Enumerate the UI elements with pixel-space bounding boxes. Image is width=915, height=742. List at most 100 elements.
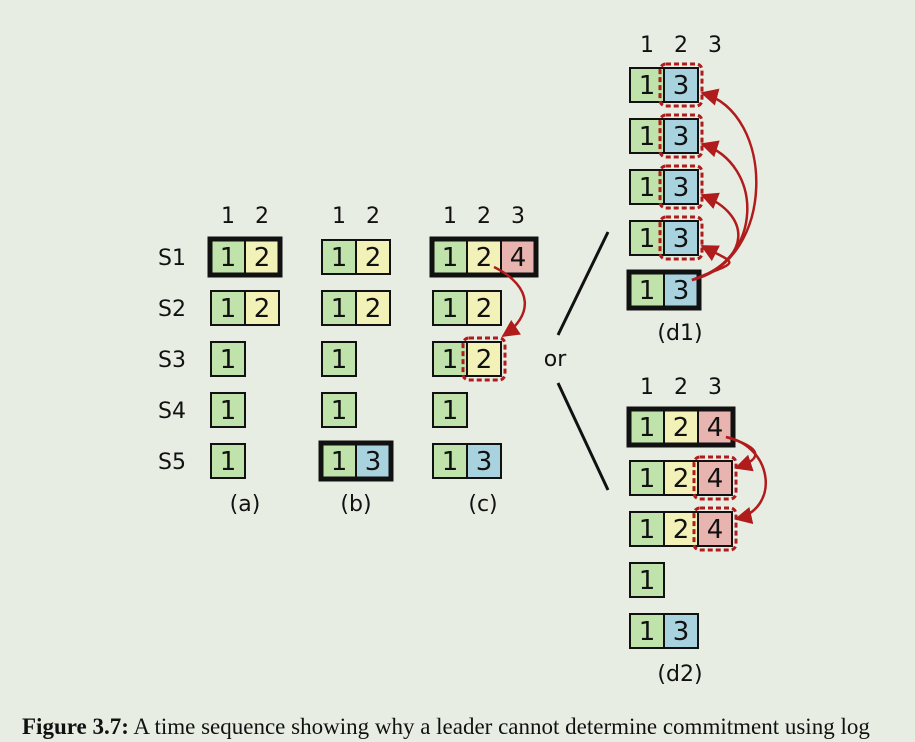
log-index-label: 2	[674, 33, 688, 58]
log-entry-term: 4	[707, 464, 724, 494]
log-entry-cell	[663, 169, 699, 205]
log-entry-term: 1	[331, 243, 348, 273]
log-entry-term: 1	[442, 447, 459, 477]
log-entry-cell	[321, 392, 357, 428]
server-label-s3: S3	[158, 348, 186, 373]
replication-arrow	[691, 140, 749, 282]
log-row-s3: 1	[210, 341, 246, 377]
log-entry-cell	[432, 392, 468, 428]
log-entry-cell	[432, 290, 468, 326]
log-entry-cell	[321, 290, 357, 326]
log-entry-term: 1	[220, 294, 237, 324]
server-label-s4: S4	[158, 399, 186, 424]
log-index-label: 2	[477, 204, 491, 229]
log-entry-term: 1	[442, 243, 459, 273]
log-entry-cell	[663, 511, 699, 547]
log-entry-cell	[629, 511, 665, 547]
log-entry-term: 2	[476, 243, 493, 273]
log-row-s4: 1	[629, 562, 665, 598]
log-row-s4: 1	[432, 392, 468, 428]
log-entry-term: 2	[673, 515, 690, 545]
log-entry-cell	[663, 460, 699, 496]
log-entry-cell	[629, 562, 665, 598]
log-index-label: 3	[708, 33, 722, 58]
log-entry-term: 1	[639, 464, 656, 494]
server-label-s5: S5	[158, 450, 186, 475]
panel-label: (d2)	[657, 662, 702, 687]
log-entry-cell	[629, 67, 665, 103]
panel-label: (b)	[340, 492, 371, 517]
log-entry-cell	[321, 239, 357, 275]
leader-outline	[626, 269, 702, 311]
log-entry-cell	[210, 341, 246, 377]
replicated-entry-highlight	[461, 336, 507, 382]
log-entry-term: 1	[442, 345, 459, 375]
log-entry-term: 1	[639, 276, 656, 306]
branch-connectors: or	[544, 231, 610, 491]
leader-outline	[318, 440, 394, 482]
log-index-label: 1	[640, 33, 654, 58]
log-entry-cell	[663, 67, 699, 103]
panel-label: (d1)	[657, 321, 702, 346]
log-entry-cell	[321, 341, 357, 377]
log-entry-term: 1	[331, 447, 348, 477]
caption-text: A time sequence showing why a leader can…	[128, 714, 870, 739]
server-label-s1: S1	[158, 246, 186, 271]
log-index-label: 2	[674, 375, 688, 400]
log-entry-cell	[500, 239, 536, 275]
replicated-entry-highlight	[658, 113, 704, 159]
log-row-s4: 1	[321, 392, 357, 428]
log-entry-cell	[355, 290, 391, 326]
log-entry-cell	[466, 443, 502, 479]
log-entry-term: 1	[331, 294, 348, 324]
log-entry-term: 4	[707, 515, 724, 545]
log-entry-term: 4	[707, 413, 724, 443]
log-entry-term: 2	[254, 294, 271, 324]
log-index-label: 3	[708, 375, 722, 400]
log-entry-term: 1	[639, 71, 656, 101]
log-entry-term: 2	[673, 413, 690, 443]
log-entry-term: 1	[639, 617, 656, 647]
log-index-label: 3	[511, 204, 525, 229]
log-entry-cell	[697, 460, 733, 496]
replicated-entry-highlight	[692, 506, 738, 552]
log-entry-cell	[663, 220, 699, 256]
log-row-s4: 1	[210, 392, 246, 428]
log-entry-term: 3	[673, 224, 690, 254]
log-entry-cell	[244, 290, 280, 326]
log-row-s5: 1	[210, 443, 246, 479]
log-entry-term: 2	[476, 294, 493, 324]
replicated-entry-highlight	[658, 62, 704, 108]
log-entry-term: 3	[673, 276, 690, 306]
log-entry-cell	[210, 392, 246, 428]
log-entry-term: 4	[510, 243, 527, 273]
caption-label: Figure 3.7:	[22, 714, 129, 739]
leader-outline	[626, 406, 736, 448]
branch-line-lower	[556, 382, 610, 491]
log-entry-term: 1	[639, 122, 656, 152]
log-entry-term: 2	[365, 243, 382, 273]
server-label-s2: S2	[158, 297, 186, 322]
log-entry-term: 3	[673, 71, 690, 101]
log-entry-term: 1	[639, 515, 656, 545]
log-entry-term: 1	[331, 396, 348, 426]
log-entry-term: 1	[442, 396, 459, 426]
or-label: or	[544, 347, 567, 372]
log-entry-term: 3	[365, 447, 382, 477]
